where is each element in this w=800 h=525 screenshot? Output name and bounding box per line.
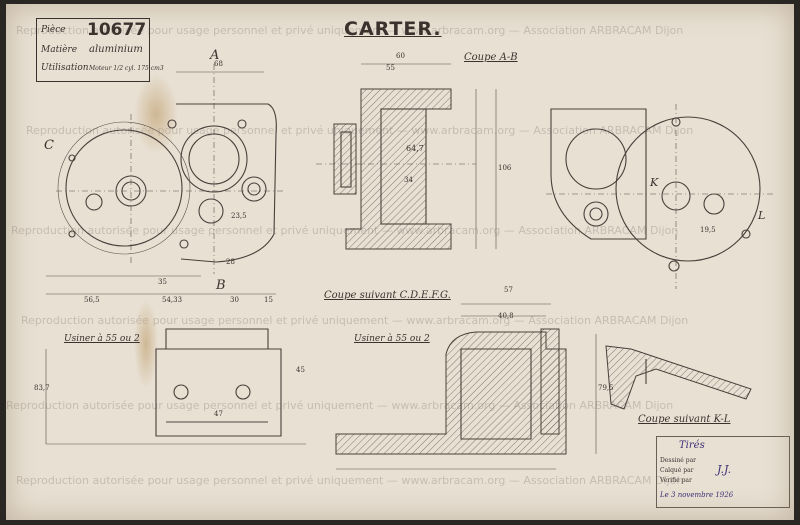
matiere-label: Matière bbox=[41, 45, 78, 55]
ref-letter-b: B bbox=[216, 278, 226, 293]
technical-drawing bbox=[45, 63, 776, 470]
watermark: Reproduction autorisée pour usage person… bbox=[16, 474, 684, 487]
piece-label: Pièce bbox=[41, 25, 66, 35]
stamp-row: Dessiné par bbox=[660, 457, 697, 464]
section-label-cdefg: Coupe suivant C.D.E.F.G. bbox=[324, 290, 451, 301]
side-view bbox=[546, 104, 776, 289]
dimension: 15 bbox=[264, 296, 273, 304]
dimension: 57 bbox=[504, 286, 513, 294]
front-view bbox=[46, 64, 286, 295]
dimension: 34 bbox=[404, 176, 413, 184]
dimension: 35 bbox=[158, 278, 167, 286]
bottom-left-view bbox=[45, 328, 306, 445]
ref-letter-l: L bbox=[758, 209, 766, 222]
ref-letter-k: K bbox=[650, 176, 659, 189]
approval-stamp: Tirés Dessiné par Calqué par Vérifié par… bbox=[656, 436, 790, 508]
section-label-kl: Coupe suivant K-L bbox=[638, 414, 731, 425]
drawing-sheet: Reproduction autorisée pour usage person… bbox=[6, 4, 794, 520]
stamp-label: Tirés bbox=[679, 440, 705, 451]
machining-note-mid: Usiner à 55 ou 2 bbox=[354, 334, 430, 344]
dimension: 79,5 bbox=[598, 384, 614, 392]
section-kl bbox=[605, 345, 752, 410]
dimension: 30 bbox=[230, 296, 239, 304]
stamp-initials: J.J. bbox=[717, 463, 732, 476]
dimension: 19,5 bbox=[700, 226, 716, 234]
dimension: 23,5 bbox=[231, 212, 247, 220]
drawing-title: CARTER. bbox=[344, 18, 442, 40]
dimension: 28 bbox=[226, 258, 235, 266]
dimension: 106 bbox=[498, 164, 512, 172]
watermark: Reproduction autorisée pour usage person… bbox=[16, 24, 684, 37]
ref-letter-a: A bbox=[210, 48, 220, 63]
section-cdefg bbox=[335, 303, 597, 470]
dimension: 55 bbox=[386, 64, 395, 72]
title-block: Pièce 10677 Matière aluminium Utilisatio… bbox=[36, 18, 164, 82]
dimension: 45 bbox=[296, 366, 305, 374]
ref-letter-c: C bbox=[44, 138, 54, 153]
watermark: Reproduction autorisée pour usage person… bbox=[21, 314, 689, 327]
dimension: 60 bbox=[396, 52, 405, 60]
piece-number: 10677 bbox=[87, 20, 147, 40]
dimension: 40,8 bbox=[498, 312, 514, 320]
dimension: 56,5 bbox=[84, 296, 100, 304]
section-label-ab: Coupe A-B bbox=[464, 52, 518, 63]
stamp-date: Le 3 novembre 1926 bbox=[660, 491, 734, 499]
section-ab bbox=[316, 63, 497, 250]
dimension: 54,33 bbox=[162, 296, 183, 304]
stamp-row: Calqué par bbox=[660, 467, 694, 474]
dimension: 47 bbox=[214, 410, 223, 418]
matiere-value: aluminium bbox=[89, 44, 143, 55]
utilisation-value: Moteur 1/2 cyl. 175 cm3 bbox=[89, 65, 164, 72]
utilisation-label: Utilisation bbox=[41, 63, 89, 73]
dimension: 68 bbox=[214, 60, 223, 68]
dimension: 83,7 bbox=[34, 384, 50, 392]
machining-note-left: Usiner à 55 ou 2 bbox=[64, 334, 140, 344]
stamp-row: Vérifié par bbox=[660, 477, 692, 484]
watermark: Reproduction autorisée pour usage person… bbox=[11, 224, 679, 237]
dimension: 64,7 bbox=[406, 144, 424, 153]
stain bbox=[134, 299, 158, 389]
